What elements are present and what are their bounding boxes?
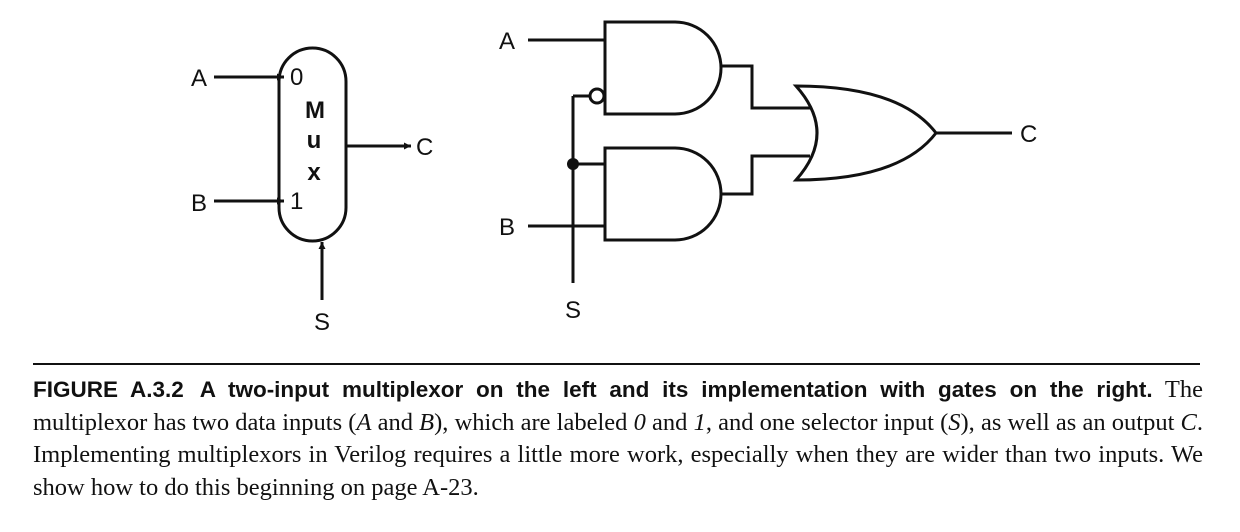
caption-var-a: A [356, 408, 372, 436]
and-gate-upper [603, 20, 723, 116]
caption-var-b: B [419, 408, 435, 436]
gate-input-a-label: A [499, 28, 515, 55]
caption-var-c: C [1180, 408, 1197, 436]
caption-text-5: , and one selector input ( [705, 408, 949, 436]
caption-text-4: and [645, 408, 694, 436]
mux-title-x: x [307, 159, 321, 186]
figure-caption: FIGURE A.3.2 A two-input multiplexor on t… [33, 374, 1203, 504]
caption-text-2: and [371, 408, 420, 436]
caption-text-6: ), as well as an output [960, 408, 1181, 436]
mux-input-a-label: A [191, 65, 207, 92]
multiplexor-diagram: M u x 0 1 A B C S A B S [191, 20, 1037, 336]
caption-var-s: S [948, 408, 961, 436]
wire-and-lower-to-or [721, 154, 810, 196]
mux-port-0: 0 [290, 64, 303, 91]
caption-var-0: 0 [633, 408, 646, 436]
mux-title-u: u [307, 127, 322, 154]
gate-output-label: C [1020, 121, 1037, 148]
or-gate [792, 84, 938, 182]
caption-var-1: 1 [693, 408, 706, 436]
caption-text-7: . Implementing multiplexors in Verilog r… [33, 408, 1204, 501]
caption-figure-label: FIGURE A.3.2 [33, 377, 184, 402]
inverter-bubble [588, 87, 606, 105]
wire-and-upper-to-or [721, 64, 810, 110]
mux-symbol: M u x 0 1 A B C S [191, 46, 433, 336]
mux-output-label: C [416, 134, 433, 161]
and-gate-lower [603, 146, 723, 242]
select-junction-dot [567, 158, 579, 170]
caption-text-3: ), which are labeled [434, 408, 634, 436]
gate-select-label: S [565, 297, 581, 324]
mux-input-b-label: B [191, 190, 207, 217]
caption-text-1: The multiplexor has two data inputs ( [33, 376, 1203, 436]
mux-port-1: 1 [290, 188, 303, 215]
gate-implementation: A B S C [499, 20, 1037, 324]
mux-title-m: M [305, 97, 325, 124]
mux-select-label: S [314, 309, 330, 336]
caption-title: A two-input multiplexor on the left and … [199, 377, 1153, 402]
gate-input-b-label: B [499, 214, 515, 241]
caption-divider [33, 363, 1200, 365]
